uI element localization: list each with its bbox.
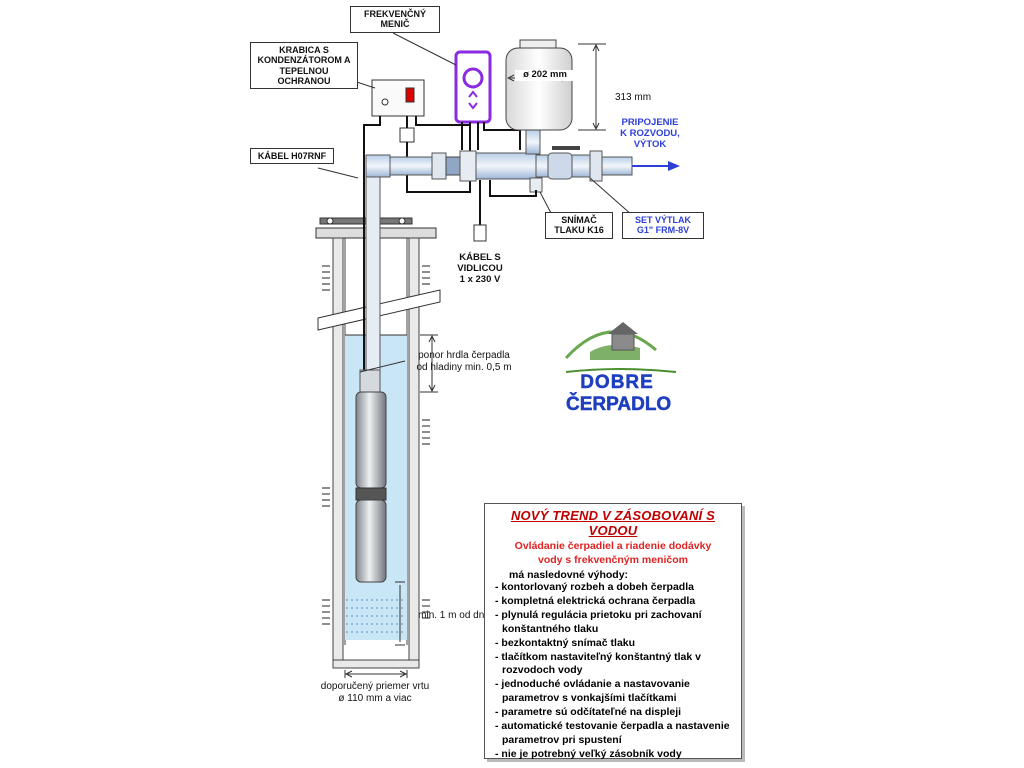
bottom-dimension: [395, 581, 405, 646]
tank-height-dimension: [578, 43, 606, 131]
tank-diameter-label: ø 202 mm: [515, 69, 575, 81]
info-item: - bezkontaktný snímač tlaku: [495, 636, 636, 649]
logo-text-line2: ČERPADLO: [566, 394, 672, 415]
frequency-converter: [454, 50, 537, 242]
info-item: - tlačítkom nastaviteľný konštantný tlak…: [495, 650, 701, 677]
set-outlet-label: SET VÝTLAK G1" FRM-8V: [622, 212, 704, 239]
box-cables: [363, 116, 471, 193]
riser-pipe: [365, 174, 381, 396]
pressure-tank: [505, 39, 573, 131]
bore-diameter-label: doporučený priemer vrtu ø 110 mm a viac: [320, 681, 430, 704]
logo-text-line1: DOBRE: [580, 372, 654, 393]
frequency-converter-label: FREKVENČNÝ MENIČ: [350, 6, 440, 33]
submersible-pump: [355, 369, 387, 583]
connection-label: PRIPOJENIE K ROZVODU, VÝTOK: [620, 117, 680, 150]
info-subtitle: Ovládanie čerpadiel a riadenie dodávky v…: [514, 540, 712, 566]
capacitor-box: [371, 79, 425, 143]
tank-height-label: 313 mm: [614, 92, 652, 103]
outlet-arrow: [632, 161, 680, 171]
plug-cable-label: KÁBEL S VIDLICOU 1 x 230 V: [457, 252, 503, 285]
info-item: - parametre sú odčítateľné na displeji: [495, 706, 682, 719]
info-item: - plynulá regulácia prietoku pri zachova…: [495, 609, 702, 635]
min-bottom-label: min. 1 m od dna: [418, 610, 490, 621]
info-item: - nie je potrebný veľký zásobník vody: [495, 747, 682, 760]
immersion-dimension: [420, 334, 438, 393]
logo-graphic: [560, 322, 680, 378]
immersion-label: ponor hrdla čerpadla od hladiny min. 0,5…: [416, 350, 512, 373]
info-title: NOVÝ TREND V ZÁSOBOVANÍ S VODOU: [510, 508, 716, 538]
info-item: - kontorlovaný rozbeh a dobeh čerpadla: [495, 581, 694, 594]
bore-dimension: [344, 670, 408, 678]
manifold-pipe: [365, 129, 633, 193]
info-list: - kontorlovaný rozbeh a dobeh čerpadla -…: [491, 581, 735, 761]
pressure-sensor-label: SNÍMAČ TLAKU K16: [545, 212, 613, 239]
cable-h07rnf-label: KÁBEL H07RNF: [250, 148, 334, 165]
water-dashes: [346, 599, 406, 633]
info-box: NOVÝ TREND V ZÁSOBOVANÍ S VODOU Ovládani…: [484, 503, 742, 761]
info-item: - jednoduché ovládanie a nastavovanie pa…: [495, 678, 690, 705]
info-lead: má nasledovné výhody:: [509, 569, 629, 582]
capacitor-box-label: KRABICA S KONDENZÁTOROM A TEPELNOU OCHRA…: [250, 42, 358, 90]
info-item: - automatické testovanie čerpadla a nast…: [495, 719, 730, 746]
info-item: - kompletná elektrická ochrana čerpadla: [495, 595, 696, 608]
